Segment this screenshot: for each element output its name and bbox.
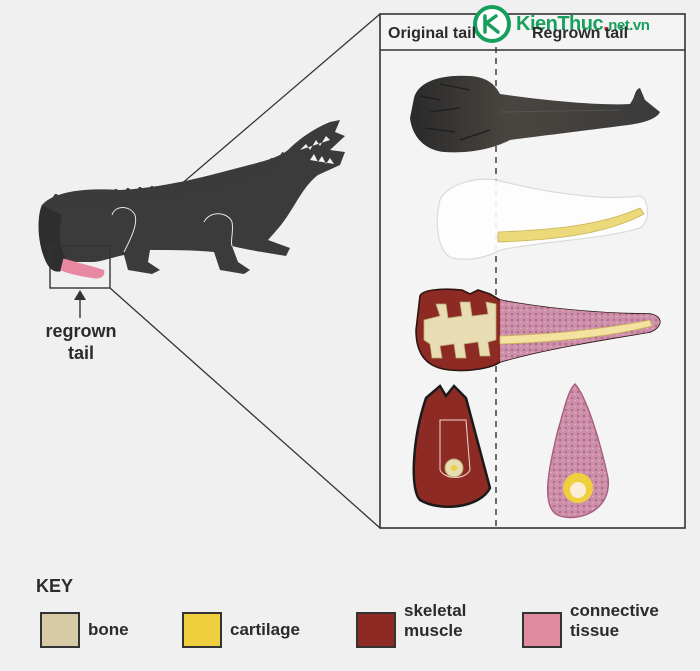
key-item-bone: bone bbox=[40, 612, 129, 648]
tail-section bbox=[415, 288, 661, 372]
logo-circle-icon bbox=[473, 5, 511, 43]
key-item-skeletal-muscle: skeletal muscle bbox=[356, 601, 466, 648]
key-label-skeletal-line2: muscle bbox=[404, 621, 463, 640]
tail-photo bbox=[410, 75, 660, 153]
callout-line-2: tail bbox=[67, 343, 94, 363]
logo-tld: net.vn bbox=[608, 16, 650, 34]
key-label-connective-line1: connective bbox=[570, 601, 659, 620]
site-logo[interactable]: KienThuc.net.vn bbox=[472, 4, 650, 44]
callout-line-1: regrown bbox=[45, 321, 117, 341]
cartilage-swatch bbox=[182, 612, 222, 648]
original-tail-label: Original tail bbox=[388, 25, 477, 42]
regrown-tail-pink bbox=[60, 258, 105, 279]
key-title: KEY bbox=[36, 576, 74, 596]
logo-brand: KienThuc bbox=[516, 12, 604, 35]
logo-text: KienThuc.net.vn bbox=[516, 12, 650, 36]
callout-label: regrown tail bbox=[42, 320, 120, 364]
alligator bbox=[38, 120, 345, 279]
connective-tissue-swatch bbox=[522, 612, 562, 648]
key-label-bone: bone bbox=[88, 620, 129, 639]
key-label-skeletal-line1: skeletal bbox=[404, 601, 467, 620]
cross-section-regrown bbox=[546, 383, 609, 519]
logo-dot: . bbox=[603, 12, 609, 35]
highlight-box bbox=[49, 245, 111, 289]
key-label-connective-tissue: connective tissue bbox=[570, 601, 659, 641]
key-item-connective-tissue: connective tissue bbox=[522, 601, 659, 648]
cross-section-original bbox=[412, 384, 492, 508]
bone-swatch bbox=[40, 612, 80, 648]
key-item-cartilage: cartilage bbox=[182, 612, 300, 648]
key-label-skeletal-muscle: skeletal muscle bbox=[404, 601, 466, 641]
key-label-cartilage: cartilage bbox=[230, 620, 300, 639]
tail-scan bbox=[436, 178, 649, 260]
callout-arrowhead bbox=[74, 290, 86, 300]
zoom-line-bottom bbox=[109, 287, 381, 529]
skeletal-muscle-swatch bbox=[356, 612, 396, 648]
regrown-tail-label: Regrown tail bbox=[532, 25, 629, 42]
key-label-connective-line2: tissue bbox=[570, 621, 620, 640]
